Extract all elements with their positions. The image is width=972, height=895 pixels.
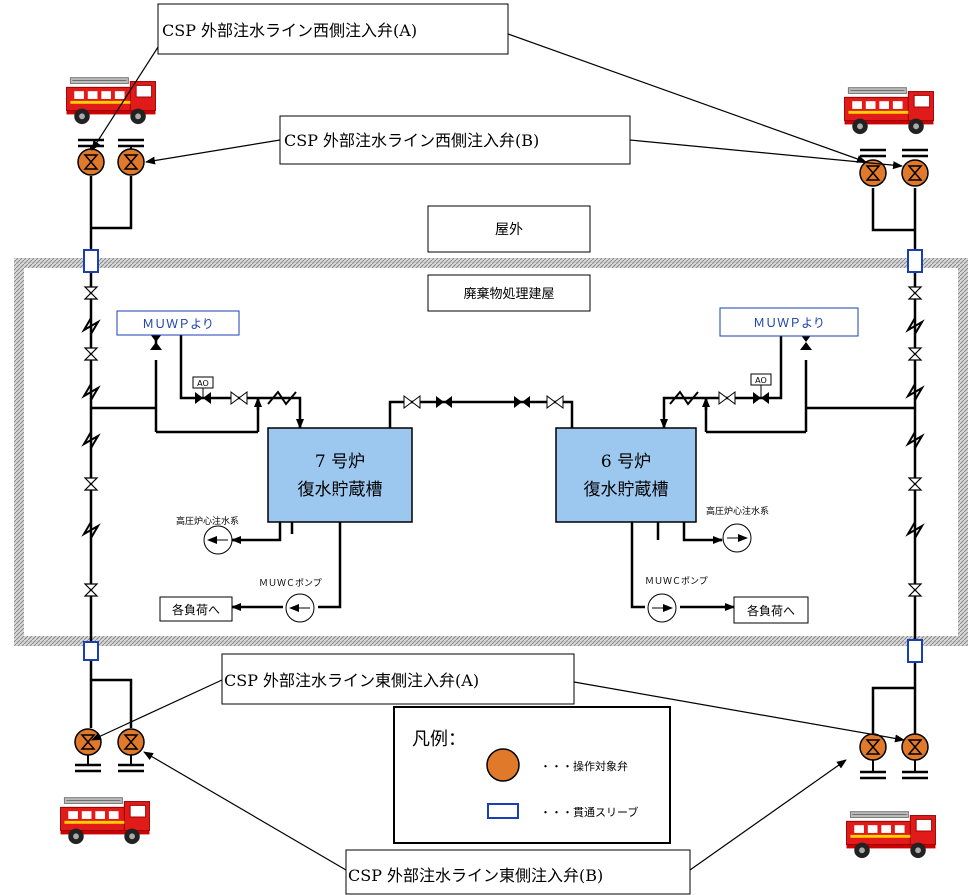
building-boundary (14, 258, 968, 646)
sleeve-west-top (83, 249, 99, 273)
fire-truck-icon (844, 87, 934, 135)
hpcf-label-east: 高圧炉心注水系 (706, 505, 769, 517)
sleeve-west-bottom (83, 641, 99, 661)
legend: 凡例： ・・・操作対象弁 ・・・貫通スリーブ (393, 706, 671, 844)
fire-truck-icon (846, 811, 936, 859)
legend-valve-icon (486, 748, 520, 782)
unit7-outlet-piping (232, 522, 342, 609)
west-top-valve-a (77, 138, 105, 176)
gate-valve-west-feed (230, 391, 248, 405)
building-label-box: 廃棄物処理建屋 (427, 274, 591, 312)
penetration-sleeves (83, 249, 923, 663)
west-top-valve-piping (89, 176, 133, 230)
fire-truck-icon (66, 77, 156, 125)
east-gate-valves (907, 286, 923, 597)
unit7-tank-line2: 復水貯蔵槽 (298, 480, 383, 500)
east-bottom-valve-b (901, 733, 929, 780)
check-valve-west-feed (267, 390, 297, 406)
ao-label-east: AO (755, 376, 767, 385)
east-top-valve-b (901, 148, 929, 187)
loads-box-west: 各負荷へ (159, 596, 233, 622)
west-gate-valves (83, 286, 99, 597)
callout-east-b: CSP 外部注水ライン東側注入弁(B) (345, 849, 691, 895)
callout-west-b-text: CSP 外部注水ライン西側注入弁(B) (284, 131, 539, 150)
muwp-label-east: ＭＵＷＰより (753, 316, 825, 330)
ao-valve-east: AO (750, 373, 772, 404)
unit6-feed-piping (662, 335, 915, 434)
legend-title: 凡例： (412, 729, 466, 750)
fire-truck-icon (60, 797, 150, 845)
tank-crosstie (388, 400, 574, 428)
unit6-pumps (647, 523, 752, 623)
loads-label-west: 各負荷へ (172, 602, 220, 617)
east-top-valve-a (859, 148, 887, 187)
sleeve-east-top (907, 249, 923, 273)
unit7-tank-line1: 7 号炉 (315, 452, 365, 472)
west-check-valves (81, 312, 101, 542)
callout-east-a: CSP 外部注水ライン東側注入弁(A) (221, 653, 575, 705)
muwp-label-west: ＭＵＷＰより (142, 317, 214, 331)
legend-sleeve-label: ・・・貫通スリーブ (540, 805, 638, 819)
loads-box-east: 各負荷へ (733, 596, 809, 624)
muwc-label-east: ＭＵＷＣポンプ (645, 576, 708, 587)
check-valve-east-feed (669, 390, 699, 406)
outdoor-label: 屋外 (495, 222, 523, 238)
west-bottom-valve-a (74, 728, 102, 773)
east-check-valves (905, 312, 925, 542)
callout-west-a-text: CSP 外部注水ライン西側注入弁(A) (162, 21, 417, 40)
ao-label-west: AO (197, 379, 209, 388)
east-top-valve-piping (871, 188, 917, 232)
legend-valve-label: ・・・操作対象弁 (540, 759, 628, 773)
building-label: 廃棄物処理建屋 (463, 286, 554, 302)
crosstie-valve-2 (436, 396, 452, 408)
unit6-tank-line2: 復水貯蔵槽 (584, 480, 669, 500)
east-bottom-valve-piping (871, 686, 917, 734)
unit7-pumps (203, 525, 315, 623)
muwc-label-west: ＭＵＷＣポンプ (259, 578, 322, 589)
callout-east-a-text: CSP 外部注水ライン東側注入弁(A) (224, 671, 479, 690)
hpcf-label-west: 高圧炉心注水系 (176, 515, 239, 527)
crosstie-valve-4 (546, 395, 564, 409)
loads-label-east: 各負荷へ (747, 603, 795, 618)
crosstie-valve-1 (403, 395, 421, 409)
unit6-condensate-tank: 6 号炉 復水貯蔵槽 (555, 427, 697, 523)
gate-valve-east-feed (718, 391, 736, 405)
muwp-source-west: ＭＵＷＰより (116, 310, 240, 336)
ao-valve-west: AO (192, 376, 214, 404)
muwp-valve-west (150, 334, 162, 350)
muwp-valve-east (800, 334, 812, 350)
west-bottom-valve-piping (89, 678, 133, 728)
callout-west-b: CSP 外部注水ライン西側注入弁(B) (279, 115, 631, 165)
west-bottom-valve-b (117, 728, 145, 773)
unit6-tank-line1: 6 号炉 (601, 452, 651, 472)
callout-east-b-text: CSP 外部注水ライン東側注入弁(B) (348, 866, 603, 885)
crosstie-valve-3 (514, 396, 530, 408)
callout-west-a: CSP 外部注水ライン西側注入弁(A) (157, 3, 509, 55)
west-top-valve-b (117, 138, 145, 176)
unit7-condensate-tank: 7 号炉 復水貯蔵槽 (267, 427, 413, 523)
unit6-outlet-piping (630, 522, 730, 609)
callout-arrows (91, 33, 905, 871)
legend-sleeve-icon (487, 803, 519, 819)
muwp-source-east: ＭＵＷＰより (719, 307, 859, 337)
sleeve-east-bottom (907, 639, 923, 663)
outdoor-label-box: 屋外 (427, 205, 591, 253)
east-bottom-valve-a (859, 733, 887, 780)
